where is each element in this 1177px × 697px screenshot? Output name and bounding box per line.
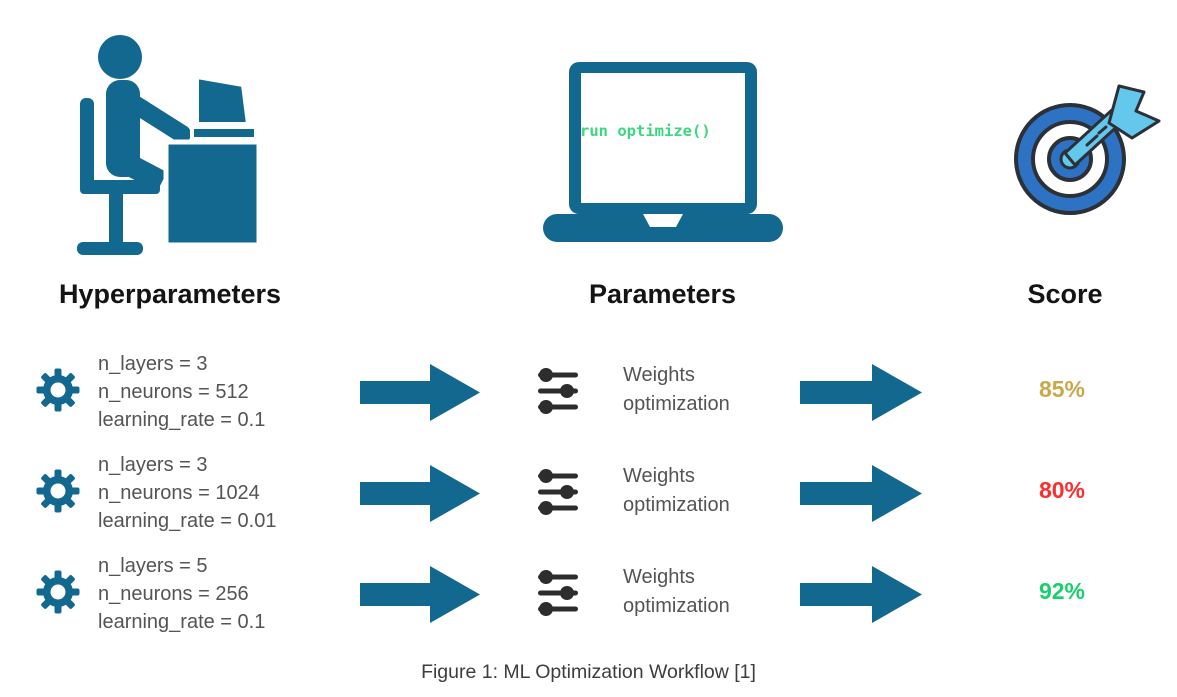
process-line: Weights <box>623 566 695 588</box>
gear-icon <box>36 469 80 513</box>
target-dart-icon <box>1003 75 1163 220</box>
right-arrow-icon <box>800 465 922 522</box>
right-arrow-icon <box>800 364 922 421</box>
score-value-1: 85% <box>1038 376 1086 402</box>
process-line: Weights <box>623 364 695 386</box>
person-at-desk-icon <box>62 22 262 255</box>
figure-caption: Figure 1: ML Optimization Workflow [1] <box>421 661 756 683</box>
hyperparam-line: n_neurons = 256 <box>98 583 249 605</box>
workflow-row-2: n_layers = 3 n_neurons = 1024 learning_r… <box>0 446 1177 546</box>
hyperparam-line: learning_rate = 0.1 <box>98 409 266 431</box>
hyperparam-line: n_layers = 5 <box>98 555 208 577</box>
right-arrow-icon <box>800 566 922 623</box>
hyperparam-line: n_neurons = 512 <box>98 381 249 403</box>
sliders-icon <box>535 468 581 516</box>
laptop-icon: run optimize() <box>543 60 783 245</box>
hyperparam-line: n_layers = 3 <box>98 454 208 476</box>
process-label: Weights optimization <box>623 462 730 520</box>
score-value-2: 80% <box>1038 477 1086 503</box>
hyperparameter-list: n_layers = 3 n_neurons = 512 learning_ra… <box>98 350 265 434</box>
right-arrow-icon <box>360 465 480 522</box>
hyperparam-line: learning_rate = 0.1 <box>98 611 266 633</box>
sliders-icon <box>535 569 581 617</box>
process-line: Weights <box>623 465 695 487</box>
gear-icon <box>36 368 80 412</box>
hyperparameter-list: n_layers = 5 n_neurons = 256 learning_ra… <box>98 552 265 636</box>
heading-score: Score <box>1027 279 1103 309</box>
workflow-row-1: n_layers = 3 n_neurons = 512 learning_ra… <box>0 345 1177 445</box>
hyperparam-line: n_layers = 3 <box>98 353 208 375</box>
process-line: optimization <box>623 494 730 516</box>
process-label: Weights optimization <box>623 563 730 621</box>
gear-icon <box>36 570 80 614</box>
process-line: optimization <box>623 595 730 617</box>
process-label: Weights optimization <box>623 361 730 419</box>
hyperparameter-list: n_layers = 3 n_neurons = 1024 learning_r… <box>98 451 276 535</box>
laptop-screen-code: run optimize() <box>580 122 711 140</box>
hyperparam-line: n_neurons = 1024 <box>98 482 260 504</box>
heading-hyperparameters: Hyperparameters <box>58 279 282 309</box>
workflow-row-3: n_layers = 5 n_neurons = 256 learning_ra… <box>0 547 1177 647</box>
hyperparam-line: learning_rate = 0.01 <box>98 510 277 532</box>
heading-parameters: Parameters <box>588 279 737 309</box>
right-arrow-icon <box>360 364 480 421</box>
score-value-3: 92% <box>1038 578 1086 604</box>
right-arrow-icon <box>360 566 480 623</box>
process-line: optimization <box>623 393 730 415</box>
sliders-icon <box>535 367 581 415</box>
